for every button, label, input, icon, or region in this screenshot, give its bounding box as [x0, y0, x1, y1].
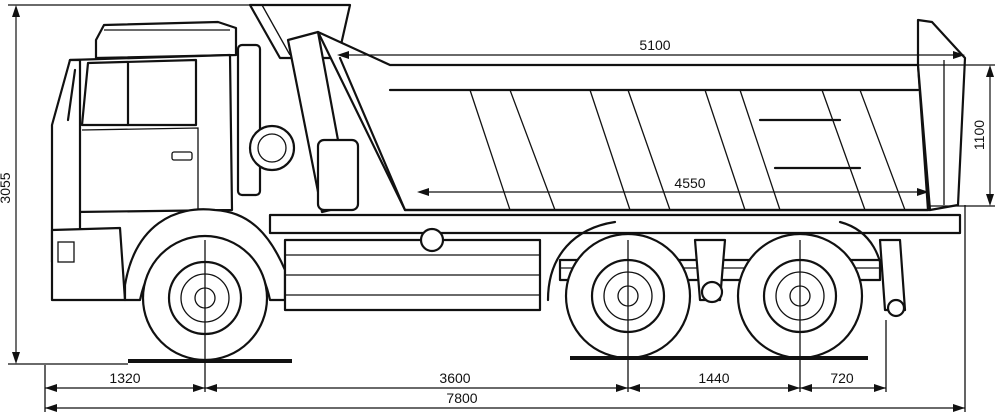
dim-overall-height	[12, 5, 20, 364]
dim-rear-axle-spacing	[628, 384, 800, 392]
extension-lines	[8, 4, 995, 412]
dim-rear-overhang	[800, 384, 886, 392]
dim-front-overhang	[45, 384, 205, 392]
dim-rear-axle-spacing-label: 1440	[698, 370, 729, 386]
dim-body-length-top	[337, 51, 965, 59]
dim-body-height	[986, 65, 994, 206]
dim-overall-length	[45, 404, 965, 412]
dim-wheelbase-label: 3600	[439, 370, 470, 386]
dim-body-height-label: 1100	[971, 120, 987, 150]
dim-body-length-top-label: 5100	[639, 37, 670, 53]
cab	[50, 20, 296, 302]
dim-overall-length-label: 7800	[446, 390, 477, 406]
dim-body-length-bottom-label: 4550	[674, 175, 705, 191]
dim-front-overhang-label: 1320	[109, 370, 140, 386]
dim-wheelbase	[205, 384, 628, 392]
dim-body-length-bottom	[417, 188, 929, 196]
dim-overall-height-label: 3055	[0, 172, 13, 203]
ground-lines	[128, 356, 868, 363]
dim-rear-overhang-label: 720	[830, 370, 854, 386]
